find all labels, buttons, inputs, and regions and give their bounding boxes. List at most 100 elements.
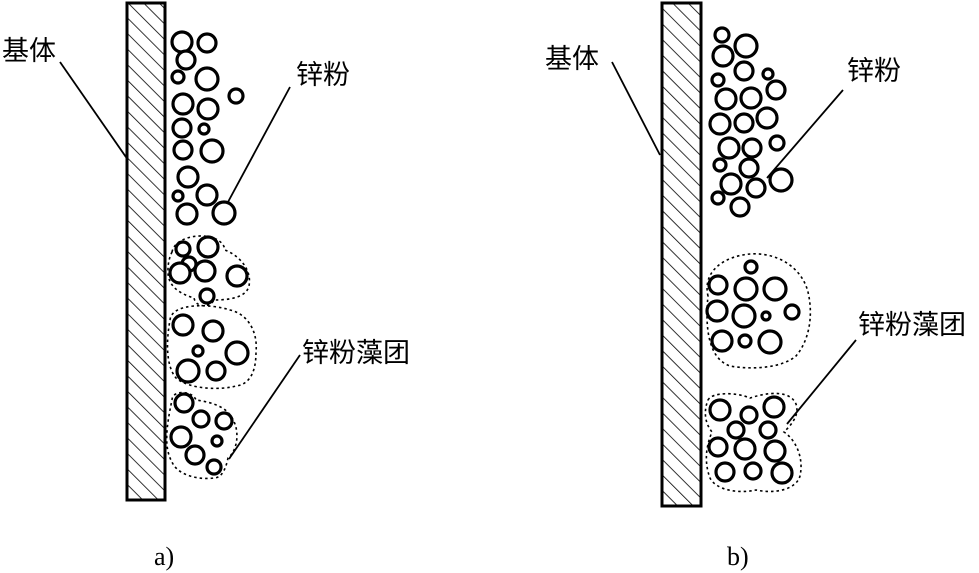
zinc-particle — [738, 157, 760, 179]
zinc-particle — [719, 172, 743, 196]
zinc-particle — [710, 190, 726, 206]
zinc-particle — [768, 167, 794, 193]
zinc-particle — [711, 44, 735, 68]
zinc-agglomerate-a3 — [165, 391, 238, 480]
zinc-particle — [171, 313, 195, 337]
leader-line-zinc-b — [766, 89, 844, 179]
zinc-agglomerate-b2 — [704, 392, 802, 493]
zinc-particle — [175, 49, 197, 71]
zinc-particle — [783, 303, 801, 321]
panel-a: 基体 锌粉 锌粉藻团 a) — [2, 1, 410, 571]
zinc-particle — [191, 344, 205, 358]
zinc-particle — [733, 112, 755, 134]
zinc-particle — [708, 112, 732, 136]
zinc-particle — [733, 276, 759, 302]
zinc-particle — [762, 395, 786, 419]
zinc-particle — [211, 200, 237, 226]
zinc-particle — [733, 60, 755, 82]
zinc-particle — [201, 319, 225, 343]
agglomerate-boundary — [706, 253, 812, 369]
panel-caption-a: a) — [154, 542, 174, 571]
substrate-plate-b — [660, 1, 703, 508]
zinc-powder-cluster-b — [708, 26, 794, 218]
zinc-particle — [760, 310, 772, 322]
zinc-particle — [227, 87, 245, 105]
zinc-particle — [770, 461, 794, 485]
agglomerate-boundary — [167, 235, 251, 307]
leader-line-agglomerate-b — [786, 339, 857, 425]
panel-b: 基体 锌粉 锌粉藻团 b) — [545, 1, 966, 571]
zinc-particle — [712, 157, 728, 173]
substrate-label-b: 基体 — [545, 44, 599, 75]
zinc-powder-label-b: 锌粉 — [847, 56, 901, 87]
zinc-particle — [707, 436, 729, 458]
zinc-particle — [197, 122, 211, 136]
zinc-particle — [176, 165, 200, 189]
zinc-particle — [758, 420, 778, 440]
zinc-particle — [193, 259, 217, 283]
zinc-particle — [210, 434, 224, 448]
zinc-particle — [170, 30, 194, 54]
zinc-particle — [707, 274, 729, 296]
zinc-particle — [171, 189, 185, 203]
zinc-particle — [755, 106, 779, 130]
zinc-particle — [729, 196, 751, 218]
zinc-particle — [714, 87, 738, 111]
zinc-particle — [717, 136, 741, 160]
zinc-particle — [175, 202, 199, 226]
zinc-particle — [765, 79, 787, 101]
substrate-label-a: 基体 — [2, 36, 56, 67]
zinc-particle — [173, 392, 195, 414]
zinc-particle — [768, 134, 786, 152]
zinc-particle — [733, 437, 757, 461]
zinc-particle — [739, 86, 763, 110]
zinc-particle — [743, 259, 759, 275]
zinc-particle — [762, 276, 788, 302]
zinc-particle — [214, 411, 234, 431]
agglomerate-boundary — [166, 304, 257, 390]
zinc-particle — [172, 139, 194, 161]
zinc-particle — [171, 117, 193, 139]
zinc-particle — [761, 67, 775, 81]
zinc-particle — [710, 72, 726, 88]
zinc-particle — [196, 32, 218, 54]
zinc-particle — [737, 333, 753, 349]
zinc-particle — [733, 33, 759, 59]
zinc-particle — [199, 138, 225, 164]
zinc-particle — [745, 177, 767, 199]
zinc-particle — [714, 461, 736, 483]
zinc-particle — [168, 261, 192, 285]
zinc-particle — [763, 439, 787, 463]
zinc-agglomerate-b1 — [705, 253, 812, 369]
zinc-particle — [713, 26, 731, 44]
zinc-particle — [171, 92, 195, 116]
zinc-particle — [194, 66, 220, 92]
zinc-particle — [205, 458, 223, 476]
zinc-particle — [175, 358, 201, 384]
zinc-particle — [225, 264, 249, 288]
zinc-particle — [191, 409, 211, 429]
zinc-particle — [710, 329, 734, 353]
zinc-particle — [196, 235, 220, 259]
zinc-powder-label-a: 锌粉 — [296, 60, 350, 91]
leader-line-substrate-a — [59, 61, 129, 161]
zinc-agglomerate-label-a: 锌粉藻团 — [302, 338, 410, 369]
leader-line-zinc-a — [227, 86, 291, 203]
zinc-particle — [195, 183, 219, 207]
zinc-particle — [196, 97, 220, 121]
agglomerate-boundary — [704, 392, 802, 493]
zinc-particle — [224, 340, 250, 366]
zinc-particle — [757, 329, 783, 355]
leader-line-substrate-b — [611, 61, 661, 156]
zinc-agglomerate-a2 — [166, 304, 257, 390]
zinc-particle — [739, 405, 759, 425]
panel-caption-b: b) — [727, 542, 749, 571]
substrate-plate-a — [125, 1, 167, 502]
zinc-particle — [205, 360, 227, 382]
zinc-particle — [170, 69, 186, 85]
zinc-particle — [169, 425, 193, 449]
zinc-particle — [731, 303, 757, 329]
zinc-particle — [174, 240, 192, 258]
